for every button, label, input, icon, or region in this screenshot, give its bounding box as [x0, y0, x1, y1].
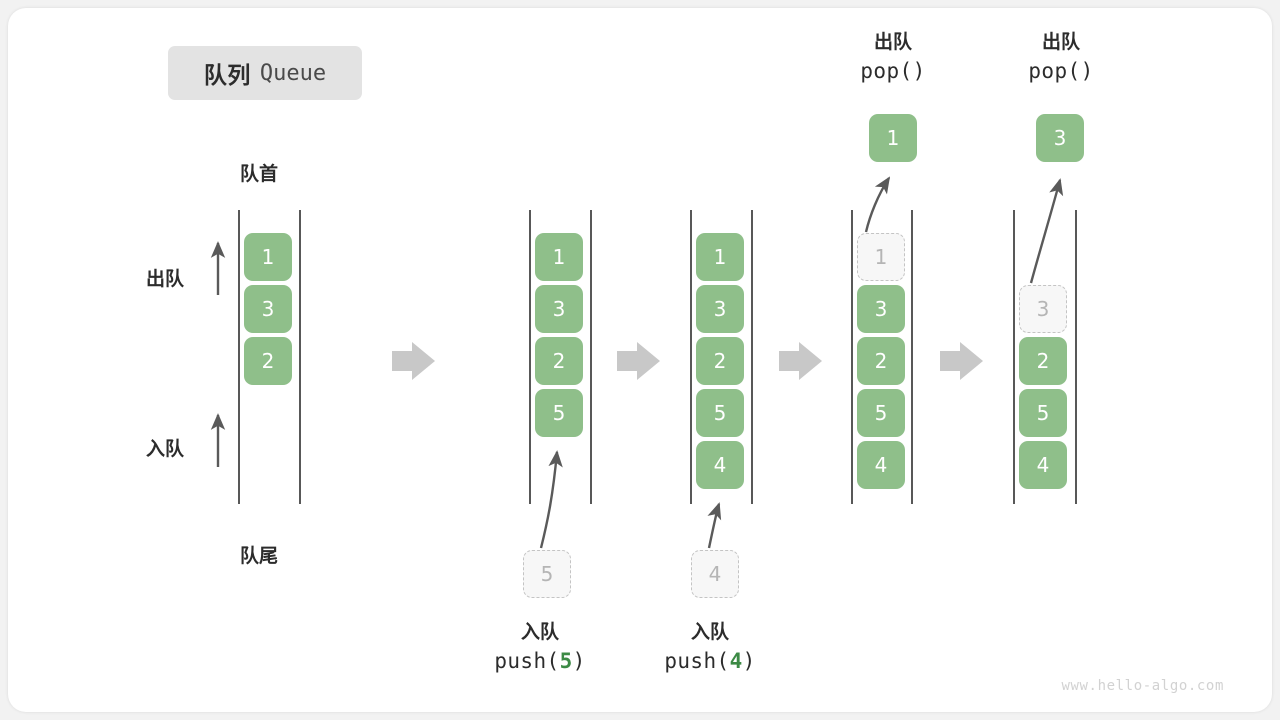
- stage-caption-cn: 入队: [690, 622, 729, 643]
- code-prefix: push(: [664, 648, 730, 673]
- queue-node: 4: [1019, 441, 1067, 489]
- queue-node: 1: [244, 233, 292, 281]
- queue-node-removed: 3: [1019, 285, 1067, 333]
- queue-node: 5: [857, 389, 905, 437]
- code-suffix: ): [1080, 58, 1094, 83]
- queue-rail-left-stage-2: [529, 210, 531, 504]
- code-prefix: pop(: [860, 58, 913, 83]
- queue-node: 1: [535, 233, 583, 281]
- code-suffix: ): [912, 58, 926, 83]
- queue-node-new: 4: [696, 441, 744, 489]
- popped-node: 1: [869, 114, 917, 162]
- queue-node: 5: [696, 389, 744, 437]
- queue-node: 2: [1019, 337, 1067, 385]
- queue-node: 3: [535, 285, 583, 333]
- queue-node: 2: [857, 337, 905, 385]
- queue-node-removed: 1: [857, 233, 905, 281]
- queue-rail-left-stage-5: [1013, 210, 1015, 504]
- popped-node: 3: [1036, 114, 1084, 162]
- queue-rail-right-stage-5: [1075, 210, 1077, 504]
- code-prefix: pop(: [1028, 58, 1081, 83]
- queue-node-new: 5: [535, 389, 583, 437]
- label-dequeue-direction: 出队: [146, 269, 185, 290]
- diagram-card: [8, 8, 1272, 712]
- stage-caption-cn: 出队: [1041, 32, 1080, 53]
- stage-caption-code: pop(): [793, 57, 993, 87]
- watermark: www.hello-algo.com: [1061, 678, 1224, 694]
- incoming-ghost-node: 5: [523, 550, 571, 598]
- stage-caption-push-4: 入队 push(4): [610, 620, 810, 677]
- queue-rail-left-stage-3: [690, 210, 692, 504]
- label-enqueue-direction: 入队: [146, 439, 185, 460]
- stage-caption-code: push(5): [440, 647, 640, 677]
- code-suffix: ): [572, 648, 586, 673]
- diagram-title-chip: 队列 Queue: [168, 46, 362, 100]
- incoming-ghost-node: 4: [691, 550, 739, 598]
- queue-rail-right-stage-2: [590, 210, 592, 504]
- stage-caption-push-5: 入队 push(5): [440, 620, 640, 677]
- label-queue-tail: 队尾: [240, 546, 279, 567]
- stage-caption-cn: 出队: [873, 32, 912, 53]
- queue-node: 3: [244, 285, 292, 333]
- stage-caption-code: pop(): [961, 57, 1161, 87]
- queue-node: 5: [1019, 389, 1067, 437]
- code-arg: 4: [729, 648, 743, 673]
- stage-caption-cn: 入队: [520, 622, 559, 643]
- queue-node: 2: [244, 337, 292, 385]
- title-english: Queue: [259, 60, 327, 86]
- code-prefix: push(: [494, 648, 560, 673]
- stage-caption-pop-3: 出队 pop(): [961, 30, 1161, 87]
- queue-node: 4: [857, 441, 905, 489]
- queue-node: 2: [535, 337, 583, 385]
- stage-caption-pop-1: 出队 pop(): [793, 30, 993, 87]
- queue-rail-right-stage-1: [299, 210, 301, 504]
- queue-node: 1: [696, 233, 744, 281]
- stage-caption-code: push(4): [610, 647, 810, 677]
- queue-rail-right-stage-4: [911, 210, 913, 504]
- queue-node: 2: [696, 337, 744, 385]
- queue-rail-left-stage-4: [851, 210, 853, 504]
- label-queue-head: 队首: [240, 164, 279, 185]
- code-suffix: ): [742, 648, 756, 673]
- title-chinese: 队列: [203, 62, 251, 88]
- code-arg: 5: [559, 648, 573, 673]
- queue-node: 3: [857, 285, 905, 333]
- queue-node: 3: [696, 285, 744, 333]
- queue-rail-left-stage-1: [238, 210, 240, 504]
- queue-rail-right-stage-3: [751, 210, 753, 504]
